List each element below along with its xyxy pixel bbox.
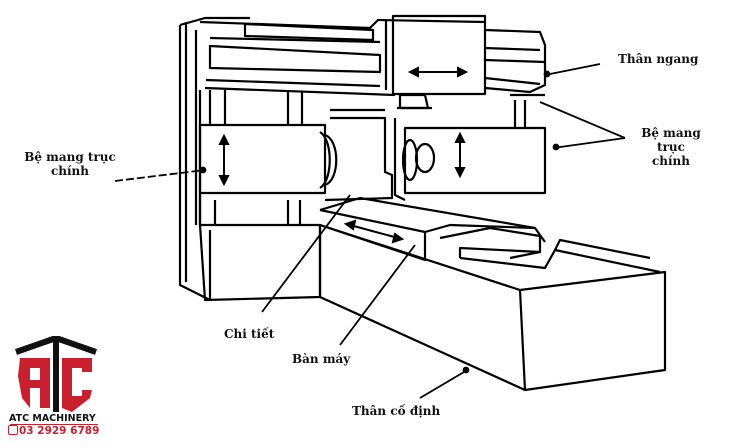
label-ban-may: Bàn máy [292,352,351,366]
arrow-vertical-right [454,131,466,179]
logo-t-stem [53,340,59,412]
workpiece [324,116,394,202]
atc-logo [15,336,97,412]
left-base [198,195,322,302]
label-chi-tiet: Chi tiết [224,327,275,341]
left-column [178,16,250,302]
machine-table [319,196,661,274]
label-be-mang-truc-right: Bệ mang trục chính [626,126,716,168]
leader-be-mang-truc-right-b [552,137,626,149]
label-be-mang-truc-right-line2: chính [651,154,691,168]
arrow-vertical-left [218,133,230,187]
top-carriage [384,14,487,110]
logo-shield-outline [15,336,97,355]
logo-letter-c [62,358,92,412]
label-than-co-dinh: Thân cố định [352,404,441,418]
arrow-table-feed [343,219,405,244]
brand-name: ATC MACHINERY [9,413,96,424]
brand-underline [10,424,98,425]
leader-than-ngang [544,63,601,76]
label-be-mang-truc-right-line1: Bệ mang trục [641,126,701,154]
phone-text: 03 2929 6789 [19,425,100,437]
label-be-mang-truc-left-line2: chính [50,164,90,178]
phone-icon [8,425,18,435]
fixed-bed [318,223,667,392]
arrow-horizontal-top [407,66,469,78]
phone-number[interactable]: 03 2929 6789 [8,425,99,437]
leader-be-mang-truc-right-a [539,101,626,139]
leader-chi-tiet [261,194,351,313]
cross-rail [199,18,547,97]
label-be-mang-truc-left-line1: Bệ mang trục [24,150,116,164]
right-spindle-head [393,118,547,201]
label-than-ngang: Thân ngang [618,52,699,66]
leader-ban-may [339,244,416,346]
logo-letter-a [18,358,50,408]
label-be-mang-truc-left: Bệ mang trục chính [20,150,120,178]
leader-than-co-dinh [419,371,465,399]
leader-be-mang-truc-left [114,169,206,182]
left-spindle-head [198,123,338,195]
columns [208,90,545,128]
